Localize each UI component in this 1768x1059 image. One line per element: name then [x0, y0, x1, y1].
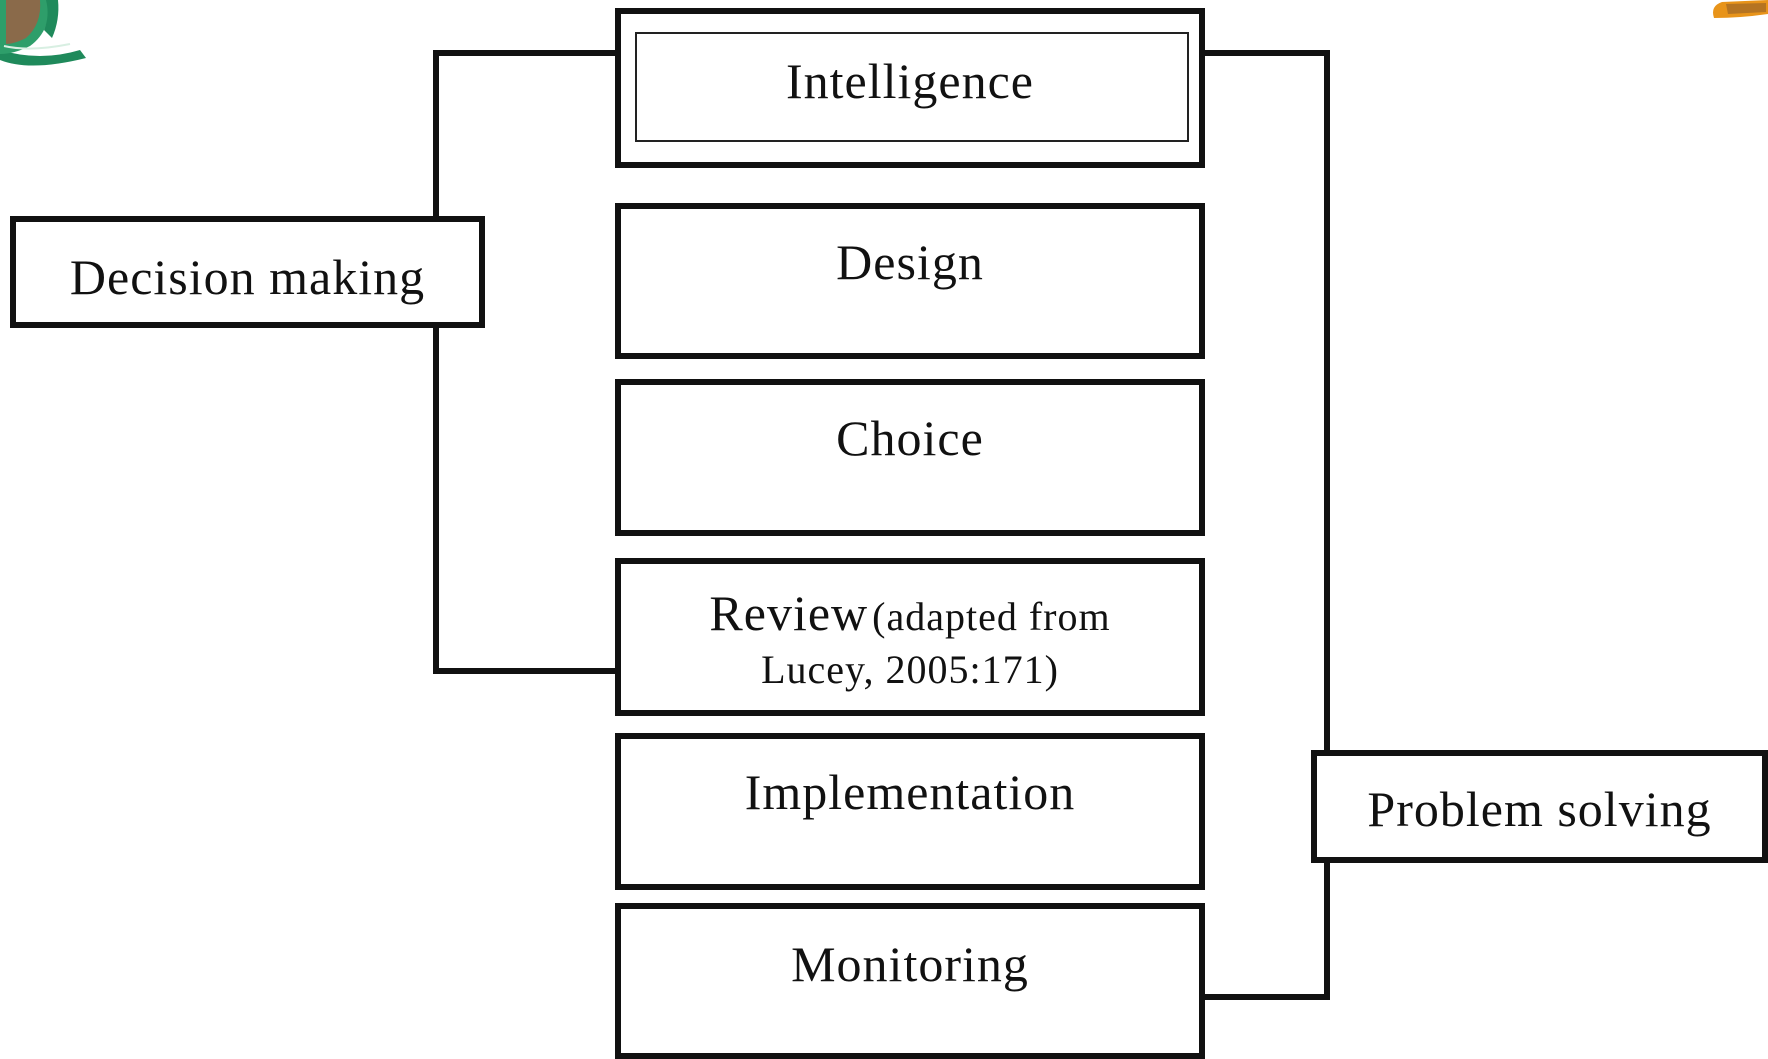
- stage-review-line1: Review (adapted from: [621, 588, 1199, 638]
- stage-choice: Choice: [615, 379, 1205, 536]
- stage-intelligence-label: Intelligence: [786, 53, 1034, 109]
- stage-monitoring-label: Monitoring: [791, 936, 1029, 992]
- decision-bracket-bottom: [433, 668, 618, 674]
- stage-choice-label: Choice: [836, 410, 984, 466]
- problem-solving-label: Problem solving: [1367, 781, 1712, 837]
- problem-solving-box: Problem solving: [1311, 750, 1768, 863]
- stage-intelligence-inner-frame: [635, 32, 1189, 142]
- stage-implementation-label: Implementation: [744, 764, 1076, 820]
- stage-review-label: Review: [709, 585, 869, 641]
- stage-design-label: Design: [836, 234, 984, 290]
- problem-bracket-bottom: [1200, 994, 1330, 1000]
- stage-review: Review (adapted from Lucey, 2005:171): [615, 558, 1205, 716]
- stage-monitoring: Monitoring: [615, 903, 1205, 1059]
- stage-design: Design: [615, 203, 1205, 359]
- institution-logo-icon: [1713, 0, 1768, 18]
- stage-review-source-line2: Lucey, 2005:171): [761, 647, 1059, 692]
- institution-seal-icon: [0, 0, 86, 66]
- stage-implementation: Implementation: [615, 733, 1205, 890]
- decision-bracket-vertical: [433, 50, 439, 674]
- decision-making-label: Decision making: [69, 249, 426, 305]
- decision-making-box: Decision making: [10, 216, 485, 328]
- stage-intelligence: Intelligence: [615, 8, 1205, 168]
- problem-bracket-top: [1200, 50, 1330, 56]
- stage-review-source-line1: (adapted from: [872, 594, 1111, 639]
- problem-bracket-vertical: [1324, 50, 1330, 1000]
- decision-bracket-top: [433, 50, 618, 56]
